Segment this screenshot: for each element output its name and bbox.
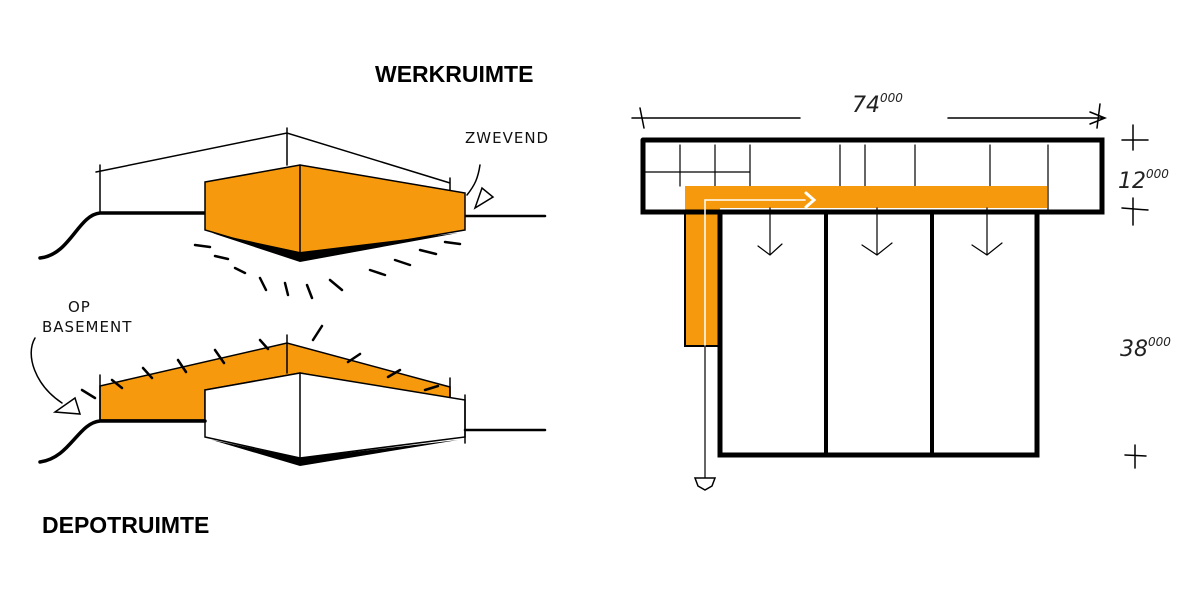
- title-werkruimte: WERKRUIMTE: [375, 61, 533, 87]
- exit-arrow-icon: [693, 477, 717, 491]
- route-arrow-icon: [804, 191, 817, 209]
- label-zwevend: ZWEVEND: [465, 129, 549, 147]
- arrow-down-icon: [757, 207, 1003, 256]
- radiating-dashes: [80, 324, 440, 400]
- top-bar-grid: [642, 144, 1049, 211]
- main-hall: [717, 209, 1040, 458]
- view-arrow: [30, 337, 63, 404]
- view-arrow: [466, 164, 481, 196]
- eye-triangle-icon: [52, 396, 82, 415]
- label-op: OP: [68, 298, 91, 316]
- title-depotruimte: DEPOTRUIMTE: [42, 512, 209, 538]
- radiating-dashes: [193, 240, 462, 300]
- orange-corridor-horizontal: [685, 186, 1047, 208]
- dimension-depth-top-label: 12000: [1118, 167, 1169, 194]
- sketch-op-basement: [30, 324, 547, 466]
- shadow: [212, 440, 458, 466]
- dimension-depth-main-label: 38000: [1120, 335, 1171, 362]
- eye-triangle-icon: [473, 186, 495, 210]
- dimension-width-label: 74000: [852, 91, 903, 118]
- shadow: [212, 233, 458, 262]
- floating-volume: [204, 164, 466, 259]
- label-basement: BASEMENT: [42, 318, 132, 336]
- dimension-line-width: [631, 103, 1108, 129]
- floor-plan: [631, 103, 1149, 491]
- sketch-zwevend: [38, 127, 547, 300]
- dimension-ticks-vertical: [1121, 124, 1149, 469]
